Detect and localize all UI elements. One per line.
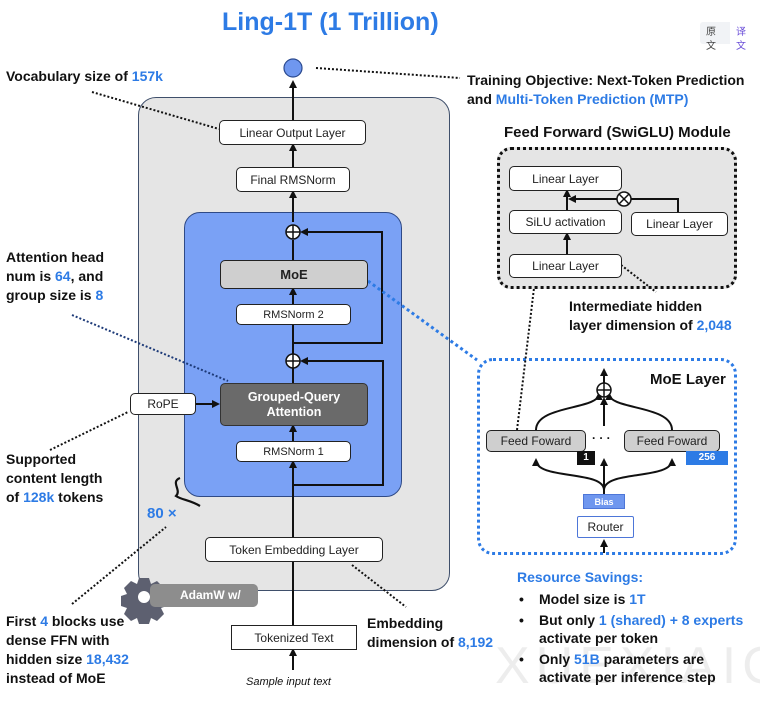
moe-layer-container (477, 358, 737, 555)
expert-ffn-256: Feed Foward (624, 430, 720, 452)
router-bias: Bias (583, 494, 625, 509)
grouped-query-attention: Grouped-Query Attention (220, 383, 368, 426)
ffn-linear-gate: Linear Layer (631, 212, 728, 236)
context-length-note: Supported content length of 128k tokens (6, 451, 104, 505)
translated-language-button[interactable]: 译文 (730, 22, 760, 52)
optimizer-label: AdamW w/ WSM (150, 584, 258, 625)
ffn-module-title: Feed Forward (SwiGLU) Module (504, 124, 731, 141)
ffn-linear-bottom: Linear Layer (509, 254, 622, 278)
tokenized-text: Tokenized Text (231, 625, 357, 650)
embedding-note: Embedding dimension of 8,192 (367, 615, 494, 650)
saving-item: But only 1 (shared) + 8 experts activate… (517, 611, 757, 647)
expert-index-256: 256 (686, 451, 728, 465)
linear-output-layer: Linear Output Layer (219, 120, 366, 145)
sample-input-text: Sample input text (246, 676, 331, 688)
rmsnorm-1: RMSNorm 1 (236, 441, 351, 462)
resource-savings-heading: Resource Savings: (517, 569, 644, 585)
residual-path-2 (293, 228, 383, 344)
final-rmsnorm: Final RMSNorm (236, 167, 350, 192)
ffn-silu-activation: SiLU activation (509, 210, 622, 234)
token-embedding-layer: Token Embedding Layer (205, 537, 383, 562)
vocab-note: Vocabulary size of 157k (6, 68, 163, 84)
expert-ffn-1: Feed Foward (486, 430, 586, 452)
diagram-title: Ling-1T (1 Trillion) (222, 8, 439, 36)
repeat-brace (174, 476, 201, 507)
training-objective-note: Training Objective: Next-Token Predictio… (467, 72, 745, 107)
expert-ellipsis: · · · (592, 431, 611, 445)
repeat-count: 80 × (147, 505, 177, 522)
residual-path-1 (293, 357, 384, 486)
saving-item: Only 51B parameters are activate per inf… (517, 650, 757, 686)
intermediate-dim-note: Intermediate hidden layer dimension of 2… (569, 298, 732, 333)
expert-index-1: 1 (577, 451, 595, 465)
moe-zoom-link (367, 279, 478, 362)
router: Router (577, 516, 634, 538)
dense-ffn-note: First 4 blocks use dense FFN with hidden… (6, 613, 129, 686)
ffn-linear-top: Linear Layer (509, 166, 622, 191)
attention-note: Attention head num is 64, and group size… (6, 249, 104, 303)
language-switch[interactable]: 原文 译文 (700, 22, 760, 52)
rmsnorm-2: RMSNorm 2 (236, 304, 351, 325)
saving-item: Model size is 1T (517, 590, 757, 608)
output-node (283, 58, 303, 78)
moe-block: MoE (220, 260, 368, 289)
moe-layer-title: MoE Layer (650, 371, 726, 388)
rope: RoPE (130, 393, 196, 415)
original-language-button[interactable]: 原文 (706, 27, 716, 52)
resource-savings: Resource Savings: Model size is 1T But o… (517, 568, 757, 689)
